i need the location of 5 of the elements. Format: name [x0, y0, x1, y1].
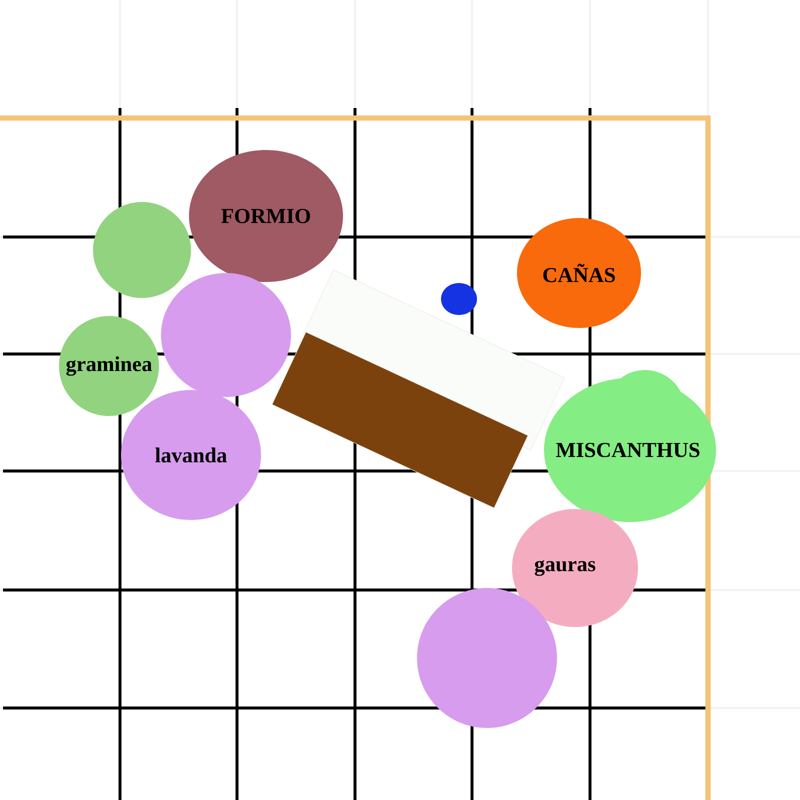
plant-circle	[417, 588, 557, 728]
garden-bed	[272, 332, 528, 508]
plant-circle	[93, 202, 191, 298]
plant-circle	[161, 273, 291, 397]
dot	[441, 283, 477, 315]
